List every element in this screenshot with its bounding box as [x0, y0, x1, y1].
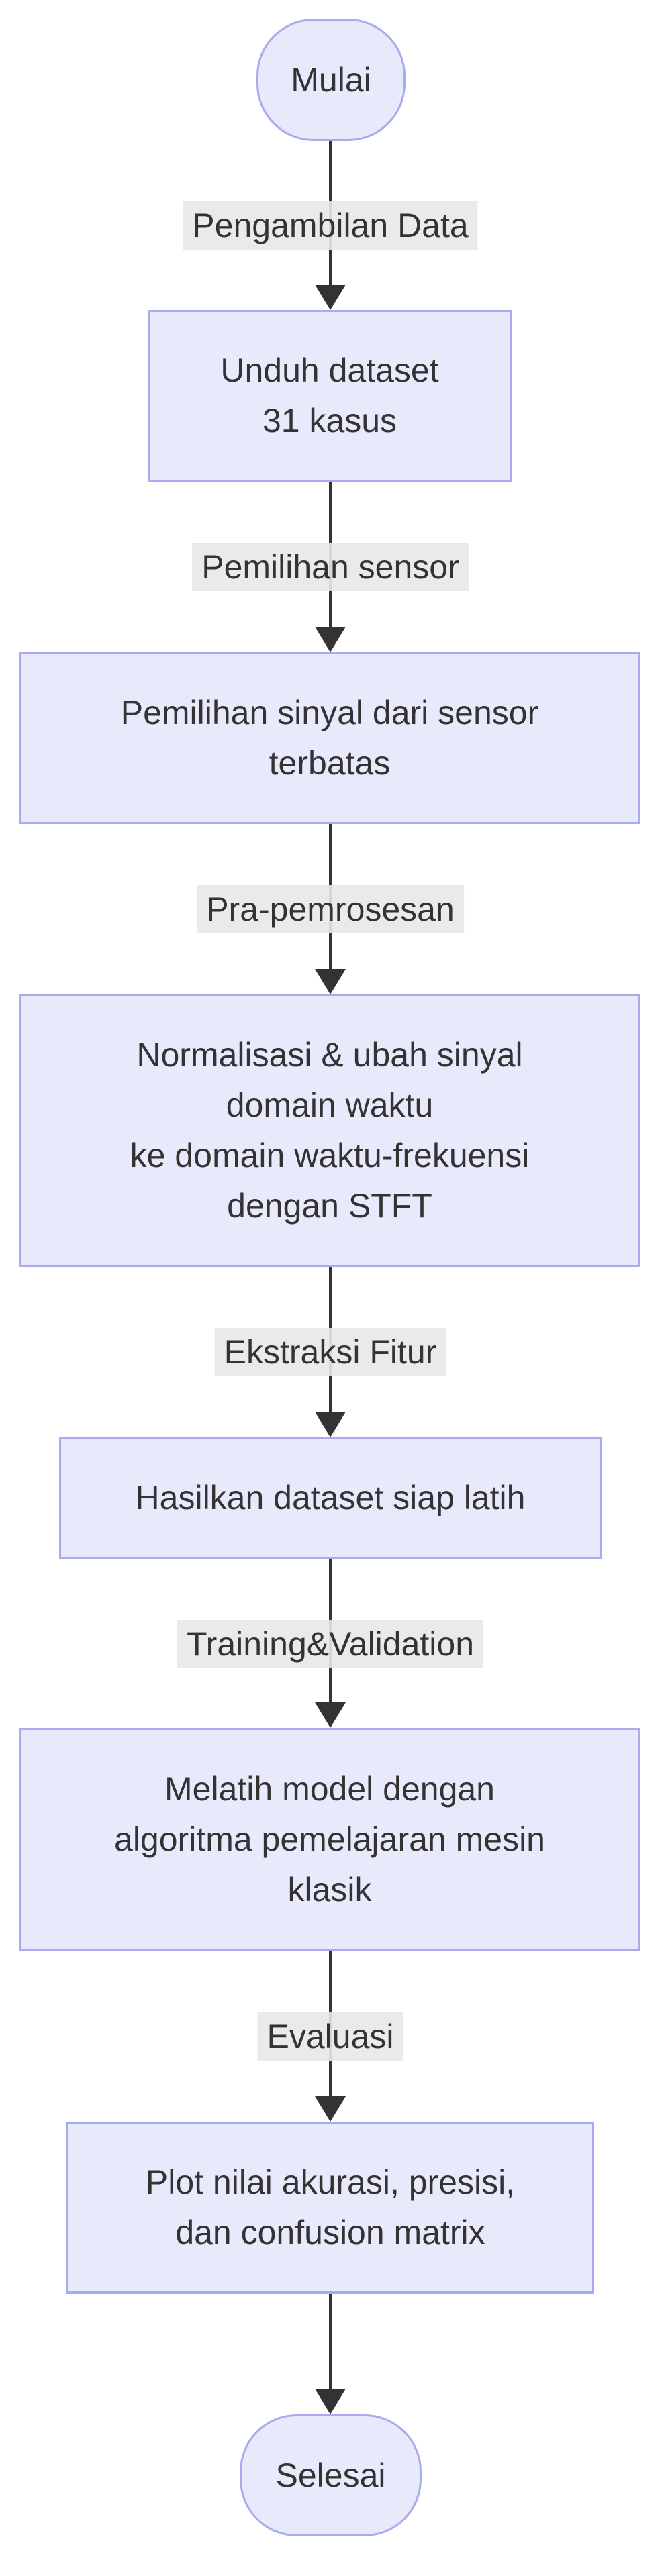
arrowhead-icon: [315, 1412, 346, 1437]
node-line: algoritma pemelajaran mesin: [114, 1820, 545, 1858]
edge-label-evaluasi: Evaluasi: [257, 2012, 403, 2061]
arrowhead-icon: [315, 627, 346, 652]
node-line: dengan STFT: [227, 1187, 432, 1225]
start-node-mulai: Mulai: [256, 19, 406, 141]
edge-label-pemilihan-sensor: Pemilihan sensor: [192, 543, 469, 591]
node-line: Mulai: [291, 60, 371, 99]
node-line: terbatas: [269, 744, 391, 782]
node-normalisasi-stft: Normalisasi & ubah sinyal domain waktu k…: [19, 994, 640, 1267]
node-hasilkan-dataset: Hasilkan dataset siap latih: [59, 1437, 602, 1559]
end-node-selesai: Selesai: [240, 2414, 422, 2536]
node-line: Selesai: [275, 2456, 386, 2494]
node-line: Melatih model dengan: [164, 1770, 495, 1808]
arrowhead-icon: [315, 285, 346, 310]
edge-label-ekstraksi-fitur: Ekstraksi Fitur: [214, 1328, 446, 1376]
node-line: klasik: [287, 1871, 372, 1908]
arrowhead-icon: [315, 969, 346, 994]
node-line: Normalisasi & ubah sinyal: [136, 1036, 523, 1074]
flow-edge-line: [329, 2294, 332, 2394]
node-line: ke domain waktu-frekuensi: [130, 1137, 530, 1174]
node-line: 31 kasus: [262, 402, 397, 440]
edge-label-pengambilan-data: Pengambilan Data: [183, 201, 478, 250]
node-line: Unduh dataset: [220, 352, 439, 389]
node-unduh-dataset: Unduh dataset 31 kasus: [148, 310, 512, 482]
node-line: Plot nilai akurasi, presisi,: [145, 2163, 516, 2201]
node-line: Hasilkan dataset siap latih: [135, 1479, 526, 1516]
node-pemilihan-sinyal: Pemilihan sinyal dari sensor terbatas: [19, 652, 640, 824]
edge-label-training-validation: Training&Validation: [177, 1620, 484, 1668]
node-melatih-model: Melatih model dengan algoritma pemelajar…: [19, 1728, 640, 1951]
arrowhead-icon: [315, 2389, 346, 2414]
node-plot-hasil: Plot nilai akurasi, presisi, dan confusi…: [66, 2122, 594, 2294]
edge-label-pra-pemrosesan: Pra-pemrosesan: [197, 885, 464, 933]
node-line: Pemilihan sinyal dari sensor: [120, 694, 539, 731]
arrowhead-icon: [315, 1702, 346, 1728]
node-line: domain waktu: [226, 1086, 434, 1124]
node-line: dan confusion matrix: [175, 2214, 485, 2251]
arrowhead-icon: [315, 2096, 346, 2122]
